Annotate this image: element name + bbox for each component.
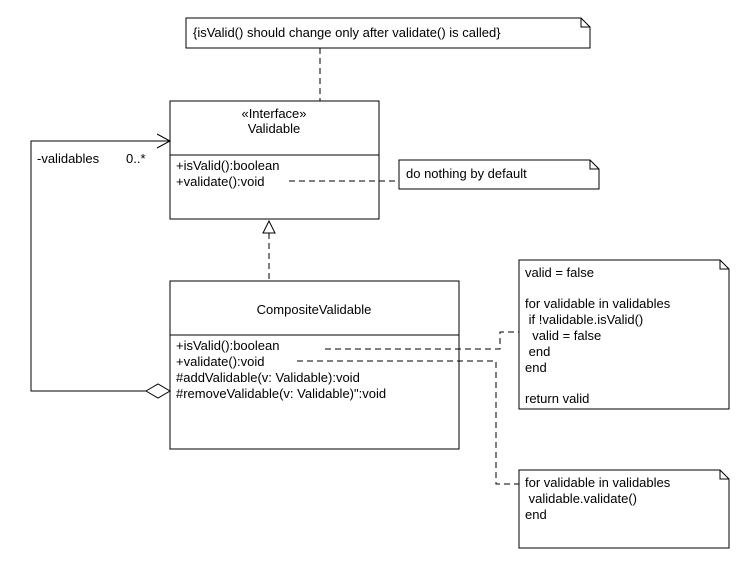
association-role-label: -validables [37, 151, 100, 166]
constraint-note[interactable]: {isValid() should change only after vali… [185, 17, 591, 49]
realization-arrowhead-icon [262, 219, 276, 234]
composite-class-name: CompositeValidable [257, 302, 372, 317]
validate-note-connector [297, 360, 519, 485]
interface-operation-isvalid: +isValid():boolean [176, 158, 279, 173]
isvalid-note-line-9: return valid [525, 391, 589, 406]
validate-note-line-1: for validable in validables [525, 475, 671, 490]
association-arrow-icon [156, 133, 172, 149]
isvalid-implementation-note[interactable]: valid = false for validable in validable… [518, 259, 730, 410]
composite-operation-isvalid: +isValid():boolean [176, 338, 279, 353]
default-behavior-note[interactable]: do nothing by default [398, 159, 600, 190]
isvalid-note-line-6: end [525, 344, 550, 359]
validate-note-line-3: end [525, 507, 547, 522]
validate-note-line-2: validable.validate() [525, 491, 637, 506]
interface-stereotype: «Interface» [241, 106, 306, 121]
constraint-note-text: {isValid() should change only after vali… [193, 25, 501, 40]
class-composite-validable[interactable]: CompositeValidable +isValid():boolean +v… [169, 280, 460, 450]
association-multiplicity-label: 0..* [126, 151, 146, 166]
isvalid-note-line-4: if !validable.isValid() [525, 312, 643, 327]
default-behavior-note-text: do nothing by default [406, 166, 527, 181]
isvalid-note-line-5: valid = false [525, 328, 601, 343]
interface-name: Validable [248, 121, 301, 136]
isvalid-note-line-3: for validable in validables [525, 296, 671, 311]
interface-validable[interactable]: «Interface» Validable +isValid():boolean… [169, 100, 380, 220]
isvalid-note-line-7: end [525, 360, 547, 375]
isvalid-note-connector [325, 331, 519, 350]
aggregation-association[interactable]: -validables 0..* [30, 133, 172, 399]
validate-implementation-note[interactable]: for validable in validables validable.va… [518, 469, 730, 549]
composite-operation-validate: +validate():void [176, 354, 265, 369]
composite-operation-remove: #removeValidable(v: Validable)":void [176, 386, 386, 401]
aggregation-diamond-icon [145, 383, 171, 399]
composite-operation-add: #addValidable(v: Validable):void [176, 370, 360, 385]
interface-operation-validate: +validate():void [176, 174, 265, 189]
isvalid-note-line-1: valid = false [525, 265, 594, 280]
